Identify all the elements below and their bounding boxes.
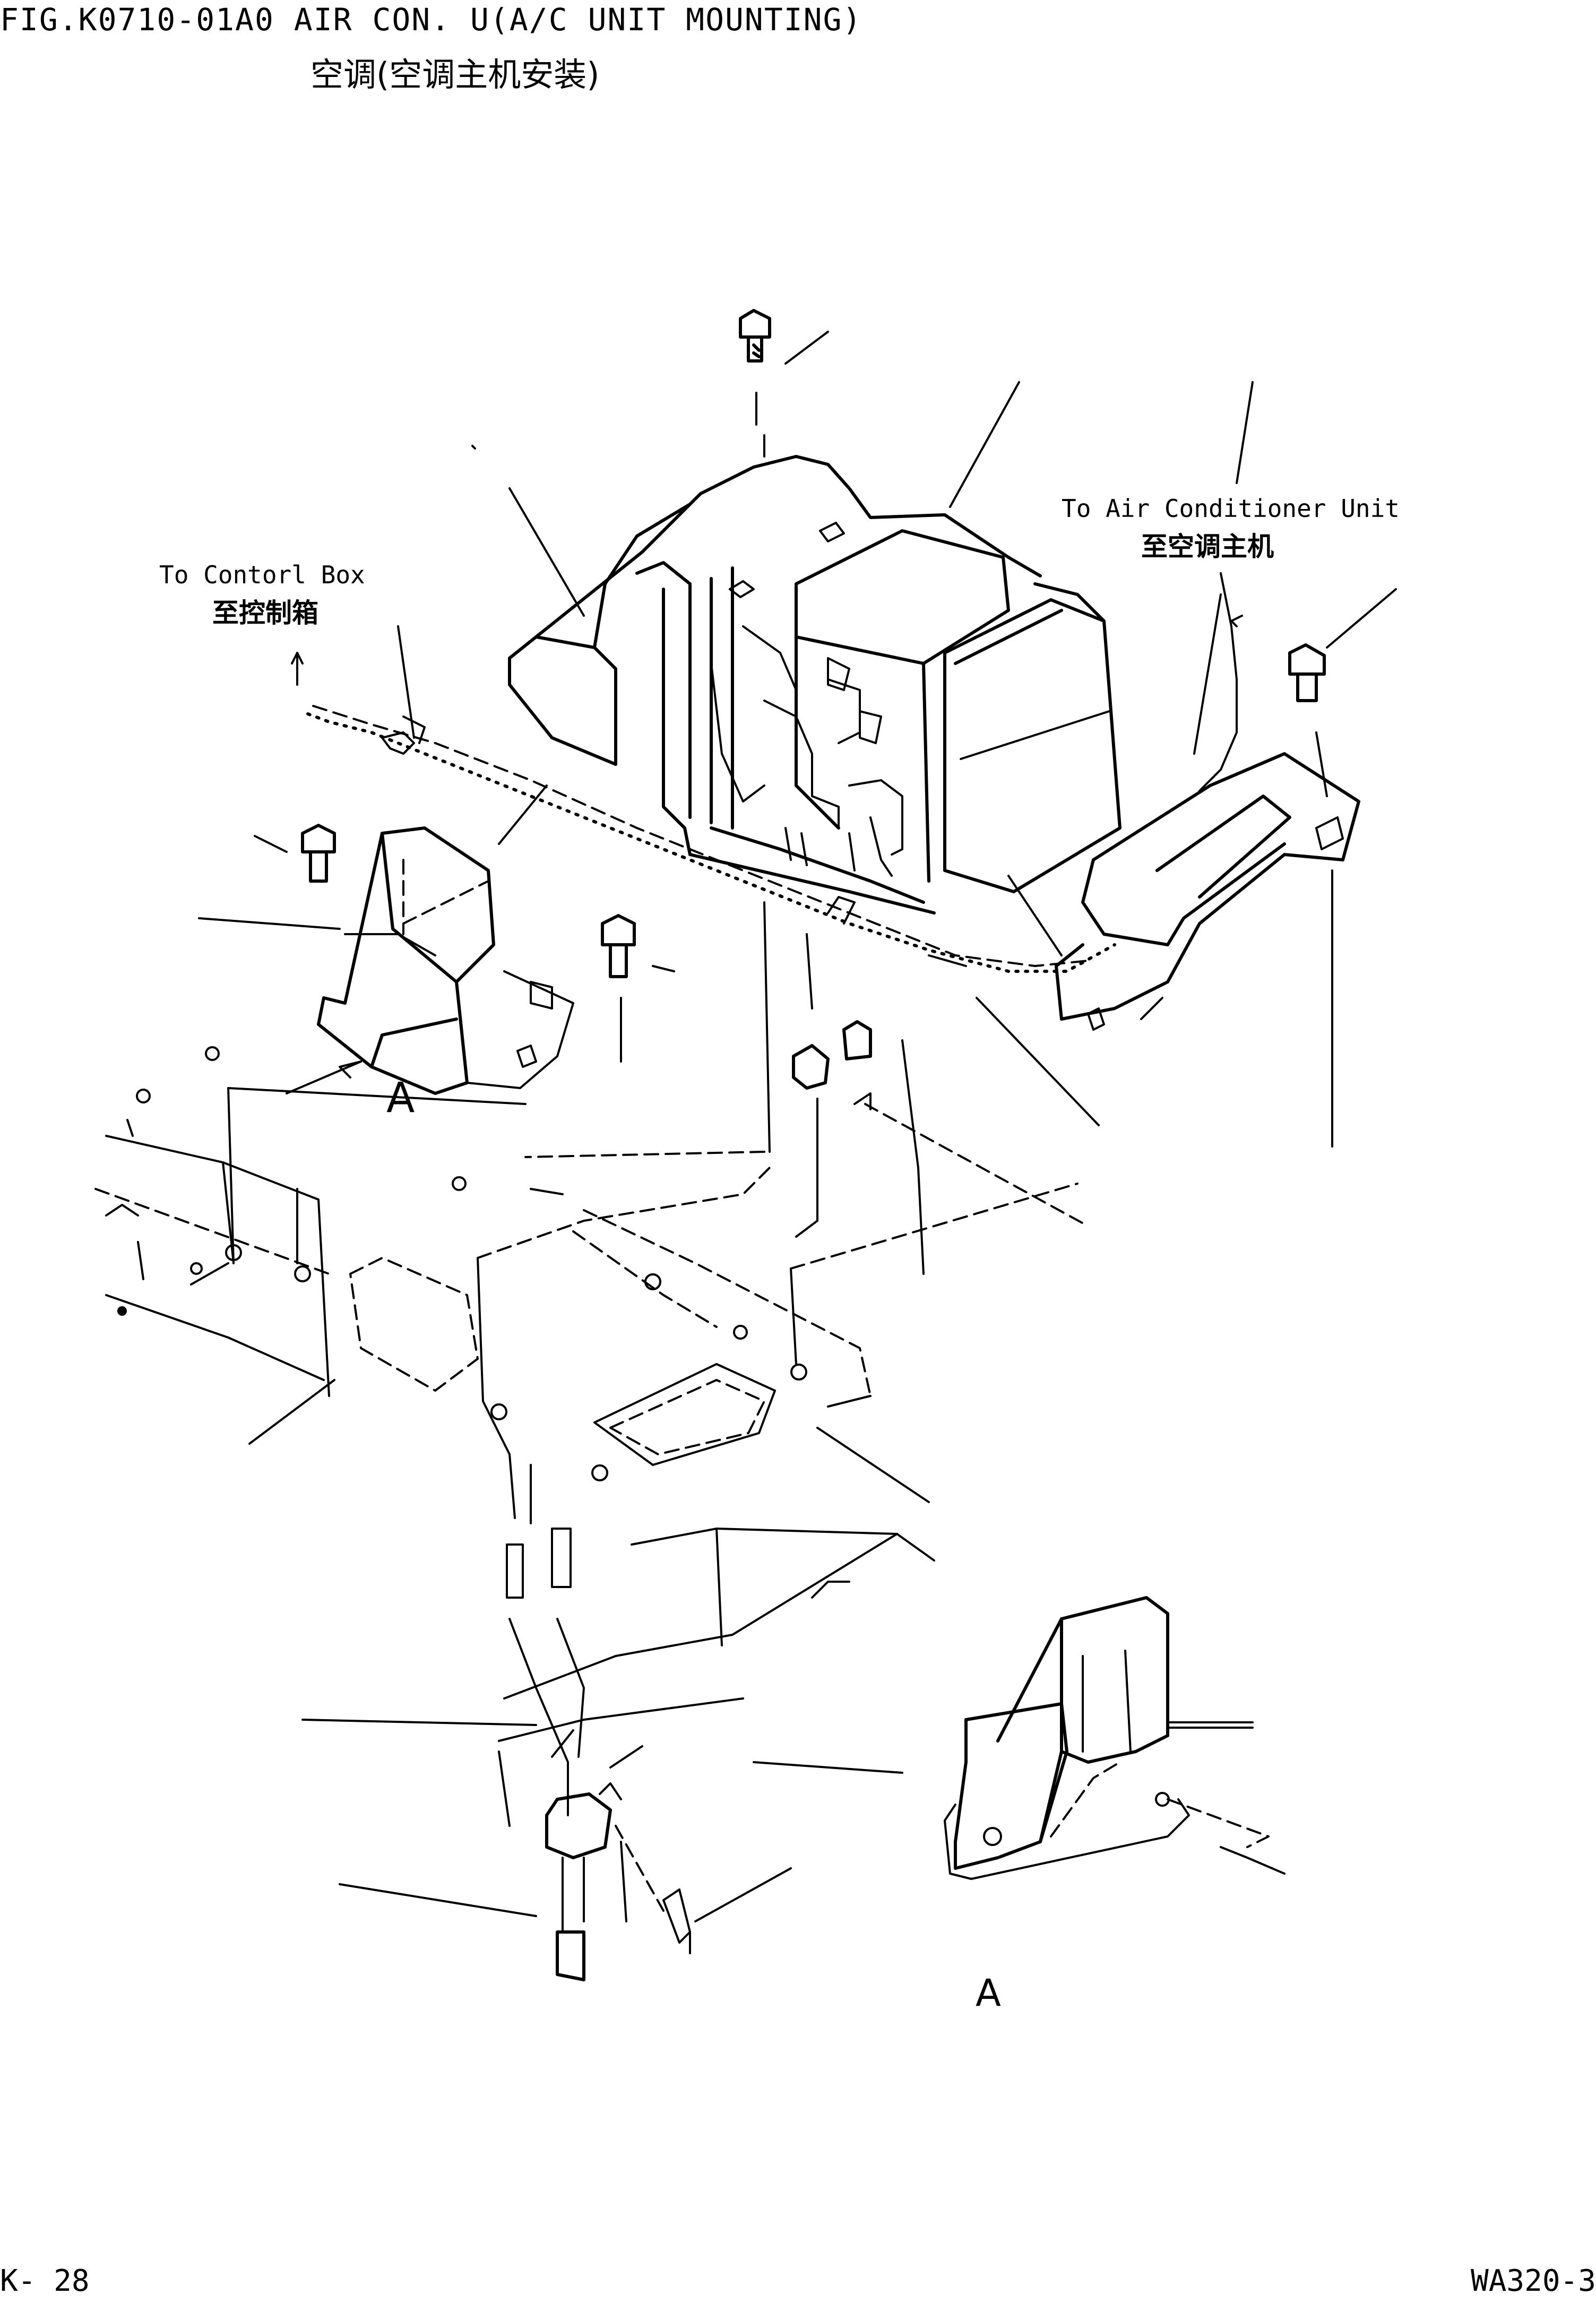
label-to-control-box-cn: 至控制箱 (212, 598, 318, 628)
label-to-air-conditioner-unit-cn: 至空调主机 (1141, 531, 1274, 562)
model-code: WA320-3 (1470, 2264, 1596, 2298)
air-conditioner-unit (508, 381, 1121, 915)
left-bolts (254, 824, 675, 1063)
tube-clamp (301, 1528, 792, 1981)
figure-title: FIG.K0710-01A0 AIR CON. U(A/C UNIT MOUNT… (0, 2, 862, 38)
floor-plate (94, 1046, 1079, 1827)
view-arrow-label-a: A (386, 1074, 415, 1122)
detail-view-a (944, 1596, 1286, 1880)
leader-lines (471, 445, 1063, 1158)
right-duct-bracket (1055, 381, 1360, 1031)
center-nuts (763, 901, 1089, 1275)
left-mounting-bracket (198, 826, 574, 1095)
page-number: K- 28 (0, 2264, 90, 2298)
wire-harness (291, 625, 1116, 1126)
figure-subtitle: 空调(空调主机安装) (310, 55, 600, 94)
right-bolt (1288, 588, 1397, 1148)
detail-view-label-a: A (976, 1971, 1001, 2015)
label-to-control-box: To Contorl Box (159, 560, 365, 589)
label-to-air-conditioner-unit: To Air Conditioner Unit (1062, 494, 1400, 523)
top-bolt (739, 309, 829, 458)
